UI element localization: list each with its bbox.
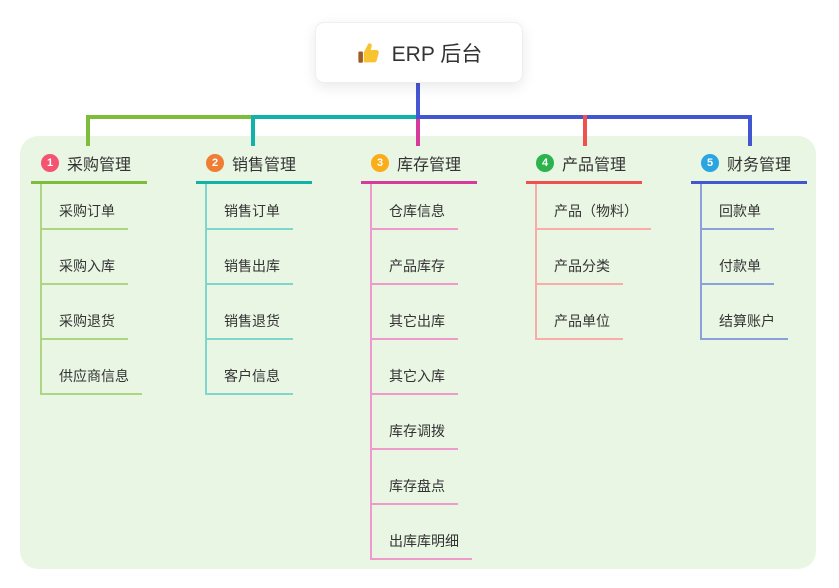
bus-segment-purchase	[86, 115, 255, 119]
child-node[interactable]: 库存调拨	[372, 395, 458, 450]
branch-drop-line-finance	[748, 115, 752, 146]
branch-title-finance[interactable]: 5 财务管理	[691, 148, 807, 184]
thumbs-up-icon	[356, 40, 382, 66]
branch-number-badge: 4	[536, 154, 554, 172]
branch-purchase: 1 采购管理 采购订单 采购入库 采购退货 供应商信息	[31, 148, 147, 395]
root-connector-line	[416, 83, 420, 119]
branch-title-inventory[interactable]: 3 库存管理	[361, 148, 477, 184]
branch-title-sales[interactable]: 2 销售管理	[196, 148, 312, 184]
branch-finance: 5 财务管理 回款单 付款单 结算账户	[691, 148, 807, 340]
branch-title-purchase[interactable]: 1 采购管理	[31, 148, 147, 184]
branch-drop-line-purchase	[86, 115, 90, 146]
branch-number-badge: 1	[41, 154, 59, 172]
branch-drop-line-inventory	[416, 119, 420, 146]
root-node[interactable]: ERP 后台	[315, 22, 523, 83]
child-node[interactable]: 供应商信息	[42, 340, 142, 395]
branch-label-text: 财务管理	[727, 157, 792, 174]
child-node[interactable]: 出库库明细	[372, 505, 472, 560]
child-node[interactable]: 产品库存	[372, 230, 458, 285]
child-node[interactable]: 销售退货	[207, 285, 293, 340]
branch-label-text: 库存管理	[397, 157, 462, 174]
child-node[interactable]: 产品单位	[537, 285, 623, 340]
child-node[interactable]: 销售出库	[207, 230, 293, 285]
branch-sales: 2 销售管理 销售订单 销售出库 销售退货 客户信息	[196, 148, 312, 395]
branch-product: 4 产品管理 产品（物料） 产品分类 产品单位	[526, 148, 651, 340]
child-node[interactable]: 库存盘点	[372, 450, 458, 505]
children-group-sales: 销售订单 销售出库 销售退货 客户信息	[205, 184, 312, 395]
branch-number-badge: 2	[206, 154, 224, 172]
mindmap-panel	[20, 136, 816, 569]
branch-number-badge: 5	[701, 154, 719, 172]
child-node[interactable]: 采购订单	[42, 184, 128, 230]
root-label: ERP 后台	[391, 42, 483, 66]
child-node[interactable]: 其它出库	[372, 285, 458, 340]
branch-title-product[interactable]: 4 产品管理	[526, 148, 642, 184]
child-node[interactable]: 其它入库	[372, 340, 458, 395]
child-node[interactable]: 结算账户	[702, 285, 788, 340]
child-node[interactable]: 采购入库	[42, 230, 128, 285]
child-node[interactable]: 付款单	[702, 230, 774, 285]
children-group-product: 产品（物料） 产品分类 产品单位	[535, 184, 651, 340]
child-node[interactable]: 客户信息	[207, 340, 293, 395]
child-node[interactable]: 仓库信息	[372, 184, 458, 230]
children-group-inventory: 仓库信息 产品库存 其它出库 其它入库 库存调拨 库存盘点 出库库明细	[370, 184, 477, 560]
children-group-purchase: 采购订单 采购入库 采购退货 供应商信息	[40, 184, 147, 395]
branch-label-text: 销售管理	[232, 157, 297, 174]
child-node[interactable]: 回款单	[702, 184, 774, 230]
child-node[interactable]: 采购退货	[42, 285, 128, 340]
branch-drop-line-product	[583, 115, 587, 146]
bus-segment-sales	[251, 115, 420, 119]
child-node[interactable]: 产品分类	[537, 230, 623, 285]
branch-inventory: 3 库存管理 仓库信息 产品库存 其它出库 其它入库 库存调拨 库存盘点 出库库…	[361, 148, 477, 560]
branch-label-text: 产品管理	[562, 157, 627, 174]
child-node[interactable]: 产品（物料）	[537, 184, 651, 230]
branch-label-text: 采购管理	[67, 157, 132, 174]
children-group-finance: 回款单 付款单 结算账户	[700, 184, 807, 340]
branch-drop-line-sales	[251, 115, 255, 146]
child-node[interactable]: 销售订单	[207, 184, 293, 230]
branch-number-badge: 3	[371, 154, 389, 172]
